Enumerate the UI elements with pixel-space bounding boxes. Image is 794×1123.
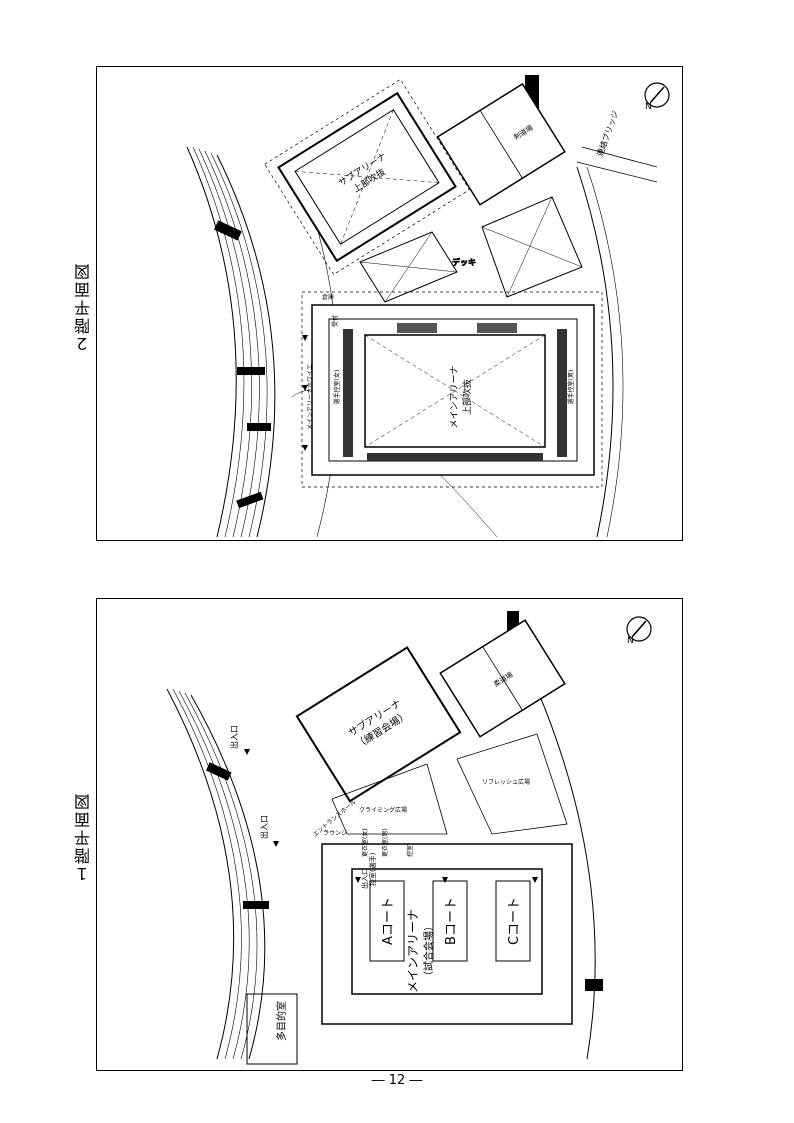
reception-label: 受付 [331,315,339,327]
entrance-arrows [244,749,538,883]
sub-arena: サブアリーナ （練習会場） [295,646,462,803]
main-arena [321,843,573,1025]
refresh-label: リフレッシュ広場 [482,778,530,786]
bridge-label: 連絡ブリッジ [594,109,620,158]
dojo-block: 剣道場 [436,82,566,206]
multipurpose-label: 多目的室 [275,1001,288,1041]
main-concourse-label: メインアリーナホワイエ [307,364,314,430]
svg-text:N: N [627,636,634,646]
locker-f-label: 選手控室(女) [333,370,341,405]
court-c-label: Cコート [507,897,522,945]
entrance-arrows [302,335,308,451]
floor1-plan: N サブアリーナ （練習会場） 柔道場 [166,611,652,1065]
main-arena-label-2: （試合会場） [422,921,435,981]
deck-area: デッキ [359,196,583,303]
main-arena-upper-label-2: 上部吹抜 [461,379,473,415]
grandstand-black-bands [214,75,539,509]
main-arena-upper-label-1: メインアリーナ [449,365,460,428]
svg-text:N: N [645,102,652,112]
judo-block: 柔道場 [439,619,566,738]
north-arrow-icon: N [644,82,670,112]
main-arena-upper [301,291,603,488]
entrance-label-3: 出入口 [360,868,369,889]
entrance-label-2: 出入口 [259,815,269,839]
court-a-label: Aコート [381,897,396,945]
floor2-title: ２階平面図 [74,262,93,352]
storage-label: 倉庫 [322,293,334,301]
locker-athlete-label: 控室(選手) [368,852,377,886]
deck-label: デッキ [452,257,476,267]
main-arena-label-1: メインアリーナ [406,909,420,993]
floor2-plan-frame: N サブアリーナ [96,66,683,541]
floor1-plan-frame: N サブアリーナ （練習会場） 柔道場 [96,598,683,1071]
grandstand-arcs [186,146,624,538]
floor1-title: １階平面図 [74,792,93,882]
locker-m-label: 選手控室(男) [567,370,575,405]
entrance-label-1: 出入口 [229,725,239,749]
floor2-plan: N サブアリーナ [186,75,670,538]
changing-f-label: 更衣室(女) [361,828,369,857]
north-arrow-icon: N [626,616,652,646]
climbing-label: クライミング広場 [359,806,407,814]
changing-m-label: 更衣室(男) [381,828,389,857]
court-b-label: Bコート [444,897,459,945]
page-number: ― 12 ― [371,1073,423,1088]
bridge-lines [576,146,658,183]
grandstand-arcs [166,688,596,1060]
sub-arena-upper: サブアリーナ 上部吹抜 [264,79,470,275]
lounge-label: ラウンジ [323,829,347,837]
control-label: 控室 [406,845,414,857]
